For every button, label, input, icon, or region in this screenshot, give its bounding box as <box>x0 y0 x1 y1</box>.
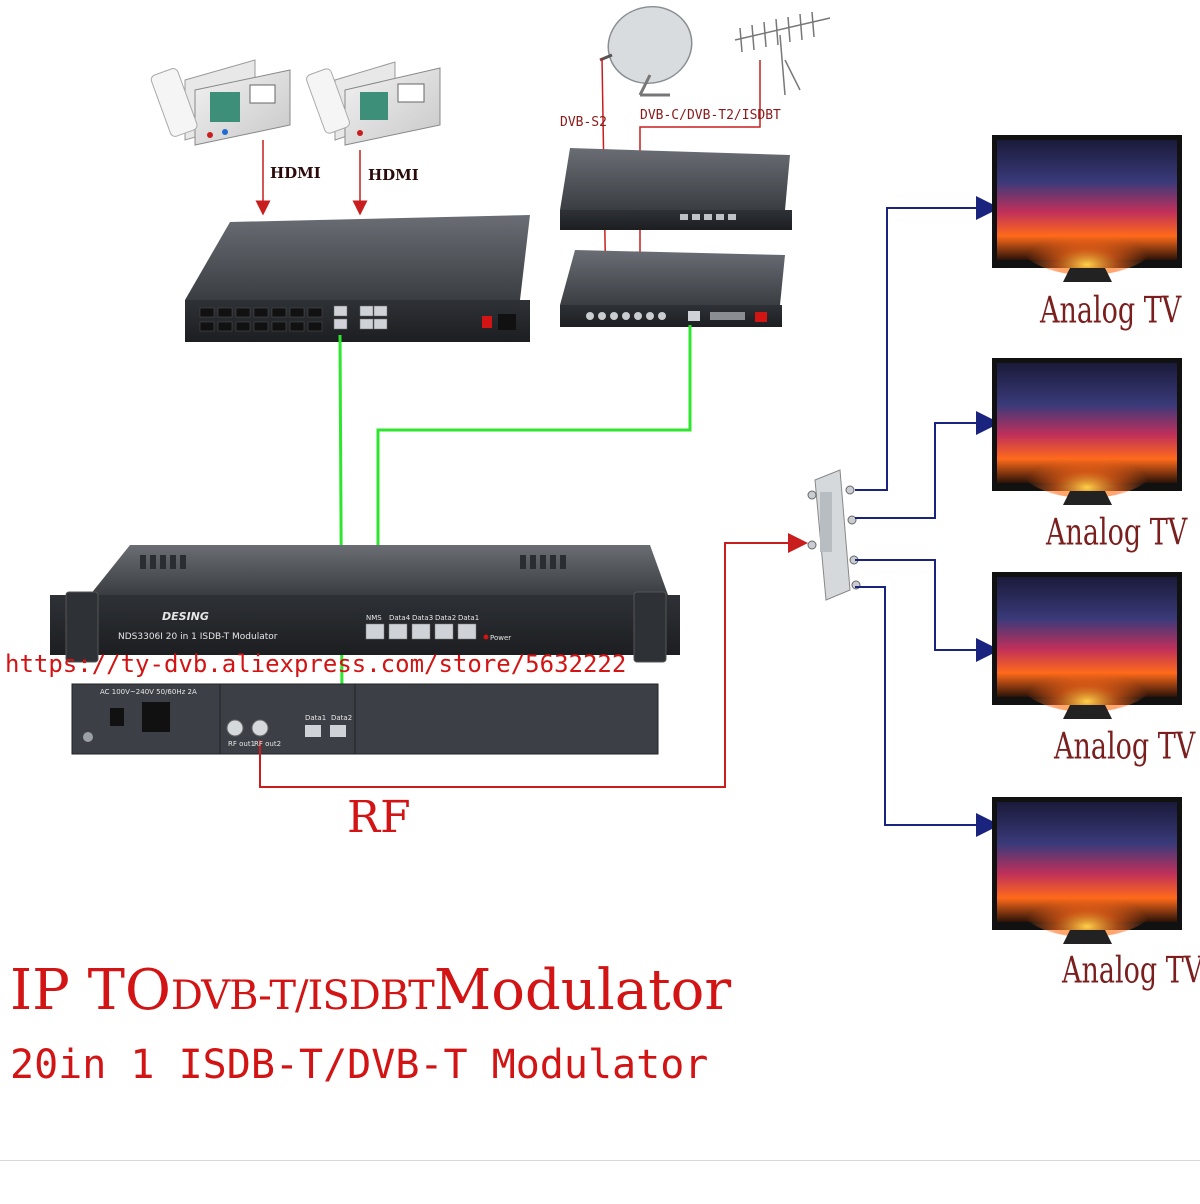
rear-port-data1: Data1 <box>305 714 327 722</box>
receiver-upper <box>560 148 792 230</box>
rear-port-rf-out1: RF out1 <box>228 740 256 748</box>
device-brand: DESING <box>162 610 209 623</box>
subtitle: 20in 1 ISDB-T/DVB-T Modulator <box>10 1042 709 1088</box>
set-top-box-2 <box>306 61 441 146</box>
title-part-standard: DVB-T/ISDBT <box>170 973 435 1019</box>
dvb-c-t2-isdbt-label: DVB-C/DVB-T2/ISDBT <box>640 108 781 123</box>
rf-line <box>259 533 808 788</box>
power-rating-label: AC 100V~240V 50/60Hz 2A <box>100 688 197 696</box>
analog-tv-label-1: Analog TV <box>1040 290 1182 332</box>
dvb-s2-label: DVB-S2 <box>560 115 607 130</box>
bottom-divider <box>0 1160 1200 1161</box>
rear-port-data2: Data2 <box>331 714 353 722</box>
port-label-data2: Data2 <box>435 614 457 622</box>
tv-line-3 <box>855 559 1000 662</box>
title-part-ip-to: IP TO <box>10 958 171 1023</box>
hdmi-label-2: HDMI <box>368 166 419 184</box>
port-label-data3: Data3 <box>412 614 434 622</box>
rf-label: RF <box>347 792 411 843</box>
tv-3 <box>992 572 1182 719</box>
port-label-data1: Data1 <box>458 614 480 622</box>
analog-tv-label-2: Analog TV <box>1046 512 1188 554</box>
tv-line-1 <box>855 196 1000 491</box>
set-top-box-1 <box>150 59 291 146</box>
hdmi-label-1: HDMI <box>270 164 321 182</box>
store-url: https://ty-dvb.aliexpress.com/store/5632… <box>5 650 627 678</box>
rf-splitter <box>807 469 861 601</box>
modulator-front <box>50 545 680 663</box>
ip-line-receiver <box>360 325 692 628</box>
tv-2 <box>992 358 1182 505</box>
main-title: IP TODVB-T/ISDBTModulator <box>10 958 731 1023</box>
satellite-dish <box>599 5 693 97</box>
tv-line-2 <box>855 411 1000 519</box>
rear-port-rf-out2: RF out2 <box>254 740 282 748</box>
port-label-nms: NMS <box>366 614 382 622</box>
device-model: NDS3306I 20 in 1 ISDB-T Modulator <box>118 632 278 642</box>
tv-1 <box>992 135 1182 282</box>
port-label-data4: Data4 <box>389 614 411 622</box>
analog-tv-label-3: Analog TV <box>1054 726 1196 768</box>
hdmi-encoder <box>185 215 530 342</box>
power-label: Power <box>490 634 512 642</box>
analog-tv-label-4: Analog TV <box>1062 950 1200 992</box>
title-part-modulator: Modulator <box>433 958 732 1023</box>
modulator-rear <box>71 683 659 755</box>
antenna <box>734 11 831 96</box>
receiver-lower <box>560 250 785 327</box>
tv-line-4 <box>855 586 1000 837</box>
tv-4 <box>992 797 1182 944</box>
